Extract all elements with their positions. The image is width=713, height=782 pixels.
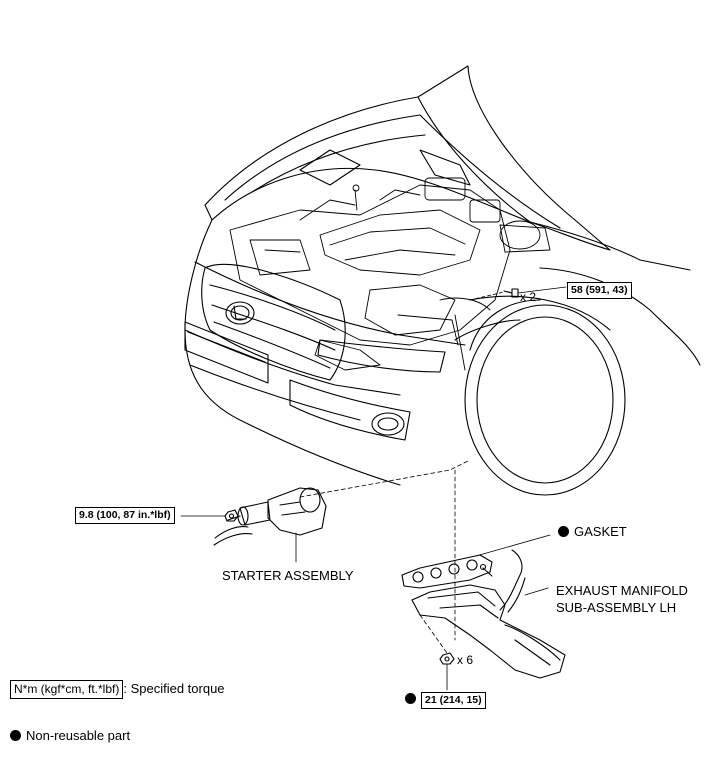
label-exhaust-manifold-line2: SUB-ASSEMBLY LH <box>556 600 677 615</box>
gasket <box>401 534 551 589</box>
engine-bay <box>229 177 551 371</box>
label-gasket: GASKET <box>558 524 627 540</box>
legend-torque-unit: N*m (kgf*cm, ft.*lbf) <box>10 680 124 699</box>
filled-circle-icon <box>405 693 416 705</box>
starter-assembly <box>213 487 327 563</box>
exhaust-manifold <box>411 549 566 679</box>
fender-bolt-quantity: x 2 <box>520 290 537 304</box>
torque-spec-fender-bolt: 58 (591, 43) <box>567 282 632 299</box>
torque-spec-manifold-nut: 21 (214, 15) <box>421 692 486 709</box>
legend-torque-description: : Specified torque <box>123 681 225 696</box>
nut-icon <box>439 652 455 691</box>
legend-non-reusable: Non-reusable part <box>10 728 130 744</box>
label-gasket-text: GASKET <box>574 524 627 539</box>
legend-non-reusable-text: Non-reusable part <box>26 728 131 743</box>
label-starter-assembly: STARTER ASSEMBLY <box>222 568 354 583</box>
fender-bolt-icon <box>503 286 567 298</box>
filled-circle-icon <box>558 526 569 537</box>
legend-torque: N*m (kgf*cm, ft.*lbf): Specified torque <box>10 680 225 699</box>
label-exhaust-manifold-line1: EXHAUST MANIFOLD <box>556 583 688 598</box>
torque-spec-starter-terminal: 9.8 (100, 87 in.*lbf) <box>75 507 175 524</box>
car-body <box>184 65 701 496</box>
filled-circle-icon <box>10 730 21 741</box>
manifold-nut-quantity: x 6 <box>457 653 474 667</box>
torque-spec-manifold-group: 21 (214, 15) <box>405 690 486 709</box>
